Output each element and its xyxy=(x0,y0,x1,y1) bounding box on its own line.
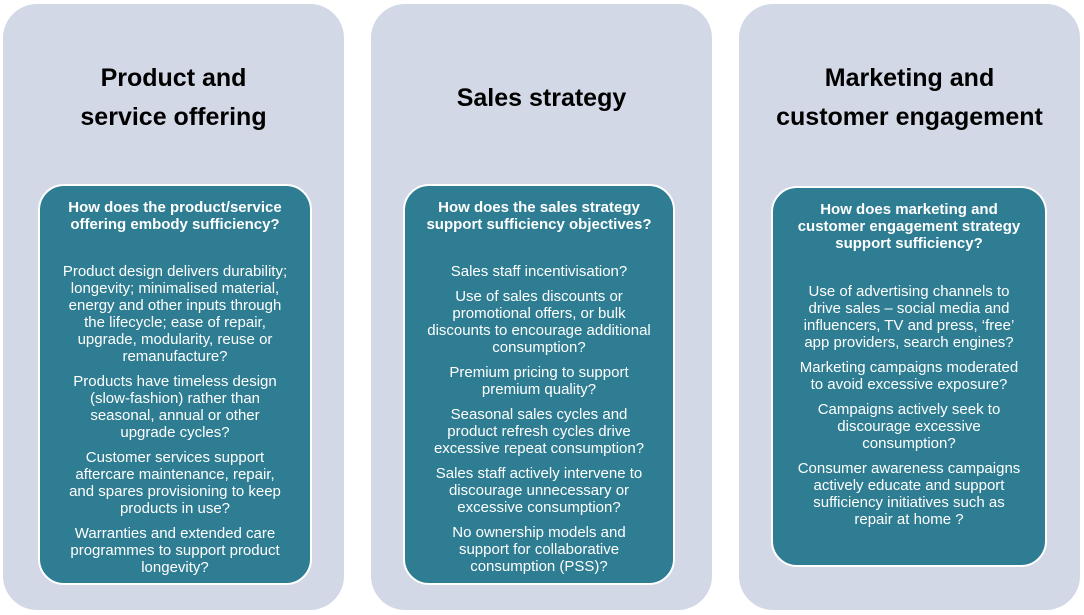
item-list: Product design delivers durability; long… xyxy=(40,263,310,576)
question-panel: How does the sales strategy support suff… xyxy=(403,184,675,585)
list-item: Products have timeless design (slow-fash… xyxy=(73,373,277,441)
column-marketing-engagement: Marketing and customer engagement How do… xyxy=(739,4,1080,610)
column-title: Marketing and customer engagement xyxy=(776,64,1043,131)
column-sales-strategy: Sales strategy How does the sales strate… xyxy=(371,4,712,610)
list-item: No ownership models and support for coll… xyxy=(452,524,626,575)
list-item: Customer services support aftercare main… xyxy=(69,449,281,517)
list-item: Marketing campaigns moderated to avoid e… xyxy=(799,359,1019,393)
panel-question: How does marketing and customer engageme… xyxy=(797,201,1021,252)
column-title: Product and service offering xyxy=(80,64,267,131)
column-product-service: Product and service offering How does th… xyxy=(3,4,344,610)
list-item: Product design delivers durability; long… xyxy=(62,263,288,365)
panel-question: How does the sales strategy support suff… xyxy=(426,199,652,233)
list-item: Sales staff actively intervene to discou… xyxy=(435,465,643,516)
question-panel: How does the product/service offering em… xyxy=(38,184,312,585)
list-item: Seasonal sales cycles and product refres… xyxy=(433,406,645,457)
list-item: Use of sales discounts or promotional of… xyxy=(427,288,651,356)
list-item: Premium pricing to support premium quali… xyxy=(449,364,629,398)
list-item: Use of advertising channels to drive sal… xyxy=(803,283,1015,351)
item-list: Sales staff incentivisation? Use of sale… xyxy=(405,263,673,575)
item-list: Use of advertising channels to drive sal… xyxy=(773,283,1045,528)
list-item: Campaigns actively seek to discourage ex… xyxy=(817,401,1001,452)
panel-question: How does the product/service offering em… xyxy=(68,199,282,233)
list-item: Warranties and extended care programmes … xyxy=(70,525,280,576)
question-panel: How does marketing and customer engageme… xyxy=(771,186,1047,567)
list-item: Sales staff incentivisation? xyxy=(450,263,628,280)
list-item: Consumer awareness campaigns actively ed… xyxy=(797,460,1021,528)
column-title: Sales strategy xyxy=(456,84,627,112)
